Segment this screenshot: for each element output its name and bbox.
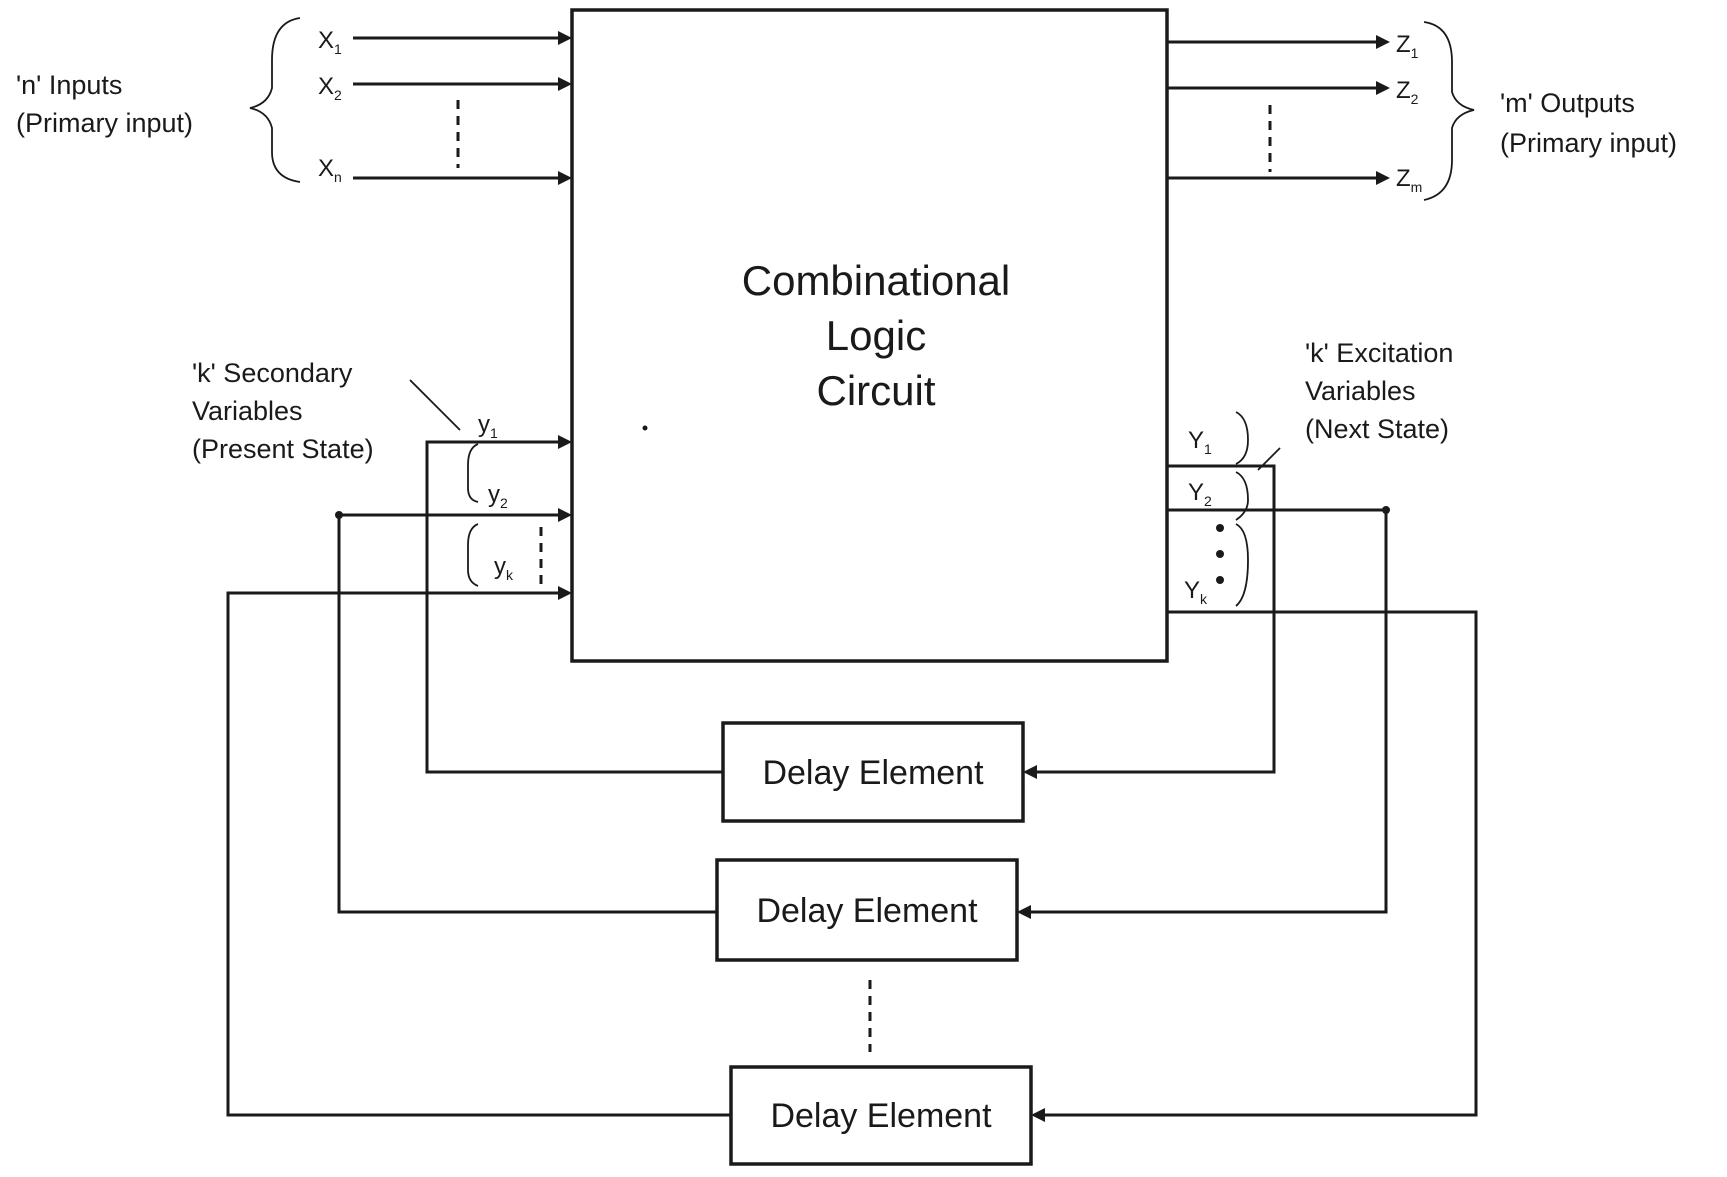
delay-element-2 <box>715 858 1019 962</box>
feedback-k-next-state-wire <box>1043 610 1478 1117</box>
feedback-1-arrow-in <box>1023 765 1037 779</box>
excitation-y1-label: Y1 <box>1188 427 1212 457</box>
secondary-yk-label: yk <box>494 553 514 583</box>
excitation-bracket-3 <box>1235 523 1249 607</box>
output-zm-label: Zm <box>1396 165 1422 195</box>
input-xn-arrow <box>558 171 572 185</box>
outputs-brace <box>1423 21 1475 201</box>
block-title-line3: Circuit <box>816 367 935 414</box>
secondary-label-line3: (Present State) <box>192 434 374 464</box>
feedback-k-arrow-out <box>558 586 572 600</box>
outputs-label-line2: (Primary input) <box>1500 128 1677 158</box>
feedback-loop-k <box>226 586 1478 1122</box>
input-x2-arrow <box>558 77 572 91</box>
feedback-loop-1 <box>425 435 1276 779</box>
excitation-bracket-1 <box>1235 411 1249 465</box>
excitation-dot-2 <box>1216 550 1224 558</box>
feedback-2-present-state-wire <box>337 513 717 914</box>
secondary-label-line2: Variables <box>192 396 303 426</box>
excitation-label-line1: 'k' Excitation <box>1305 338 1453 368</box>
output-z1-label: Z1 <box>1396 31 1419 61</box>
output-z1-arrow <box>1376 35 1390 49</box>
inputs-label-line1: 'n' Inputs <box>16 70 122 100</box>
input-x2-label: X2 <box>318 73 342 103</box>
secondary-label-line1: 'k' Secondary <box>192 358 353 388</box>
feedback-1-arrow-out <box>558 435 572 449</box>
excitation-bracket-2 <box>1235 471 1249 521</box>
secondary-variables-group: 'k' Secondary Variables (Present State) … <box>192 358 543 587</box>
feedback-k-present-state-wire <box>226 591 731 1117</box>
inputs-label-line2: (Primary input) <box>16 108 193 138</box>
primary-inputs-group: 'n' Inputs (Primary input) X1 X2 Xn <box>16 17 572 185</box>
junction-dot-right <box>1382 506 1390 514</box>
feedback-1-present-state-wire <box>425 440 723 774</box>
feedback-2-arrow-in <box>1017 905 1031 919</box>
inputs-brace <box>249 17 301 183</box>
excitation-label-line3: (Next State) <box>1305 414 1449 444</box>
secondary-y2-label: y2 <box>488 481 508 511</box>
excitation-yk-label: Yk <box>1184 577 1208 607</box>
block-title-line2: Logic <box>826 312 926 359</box>
primary-outputs-group: Z1 Z2 Zm 'm' Outputs (Primary input) <box>1167 21 1677 201</box>
block-title-line1: Combinational <box>742 257 1011 304</box>
feedback-2-arrow-out <box>558 508 572 522</box>
delay-element-1-label: Delay Element <box>762 754 984 792</box>
feedback-k-arrow-in <box>1031 1108 1045 1122</box>
excitation-dot-1 <box>1216 524 1224 532</box>
input-x1-arrow <box>558 31 572 45</box>
feedback-loop-2 <box>337 508 1388 919</box>
excitation-dot-3 <box>1216 576 1224 584</box>
delay-element-2-label: Delay Element <box>756 892 978 930</box>
outputs-label-line1: 'm' Outputs <box>1500 88 1635 118</box>
junction-dot-left <box>335 511 343 519</box>
excitation-label-line2: Variables <box>1305 376 1416 406</box>
input-x1-label: X1 <box>318 27 342 57</box>
secondary-label-pointer <box>409 379 461 431</box>
feedback-1-next-state-wire <box>1035 464 1276 774</box>
stray-dot <box>642 425 648 431</box>
secondary-bracket-2 <box>467 523 479 587</box>
excitation-y2-label: Y2 <box>1188 479 1212 509</box>
output-z2-arrow <box>1376 81 1390 95</box>
output-z2-label: Z2 <box>1396 77 1419 107</box>
feedback-2-next-state-wire <box>1029 508 1388 914</box>
secondary-y1-label: y1 <box>478 411 498 441</box>
input-xn-label: Xn <box>318 155 342 185</box>
delay-element-3-label: Delay Element <box>770 1097 992 1135</box>
output-zm-arrow <box>1376 171 1390 185</box>
secondary-bracket-1 <box>467 443 479 503</box>
combinational-logic-block <box>570 8 1169 663</box>
excitation-variables-group: 'k' Excitation Variables (Next State) Y1… <box>1184 338 1453 607</box>
